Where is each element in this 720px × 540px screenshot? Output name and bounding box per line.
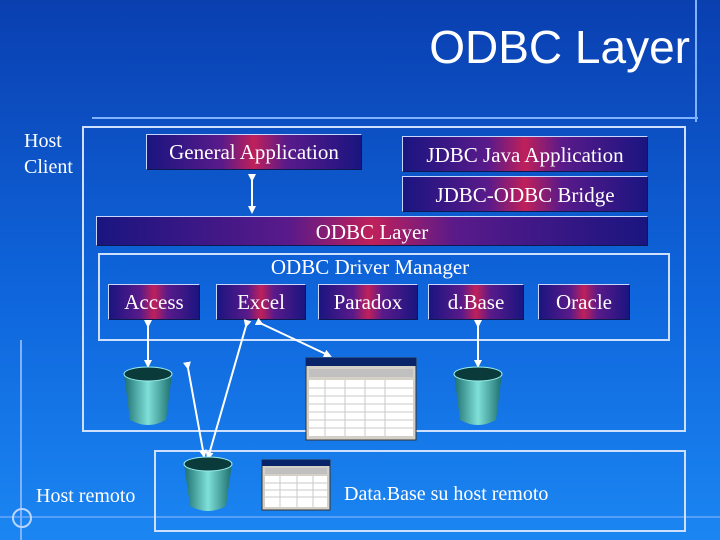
database-icon xyxy=(453,366,503,425)
driver-dbase: d.Base xyxy=(428,284,524,320)
host-client-line2: Client xyxy=(24,156,73,178)
page-title: ODBC Layer xyxy=(429,21,690,73)
left-divider xyxy=(20,340,22,540)
jdbc-odbc-bridge-box: JDBC-ODBC Bridge xyxy=(402,176,648,212)
driver-access: Access xyxy=(108,284,200,320)
spreadsheet-window-icon xyxy=(305,357,417,441)
bottom-divider xyxy=(0,516,720,518)
driver-oracle: Oracle xyxy=(538,284,630,320)
remote-host-frame xyxy=(154,450,686,532)
driver-manager-frame xyxy=(98,253,670,341)
spreadsheet-window-icon xyxy=(261,459,331,511)
host-remote-label: Host remoto xyxy=(36,485,136,507)
driver-paradox: Paradox xyxy=(318,284,418,320)
arrow-excel-remote xyxy=(205,319,252,460)
right-divider xyxy=(695,0,697,122)
jdbc-java-application-box: JDBC Java Application xyxy=(402,136,648,172)
title-divider xyxy=(92,117,698,119)
odbc-layer-bar: ODBC Layer xyxy=(96,216,648,246)
database-icon xyxy=(183,456,233,511)
host-client-line1: Host xyxy=(24,130,62,152)
general-application-box: General Application xyxy=(146,134,362,170)
arrow-excel-local xyxy=(254,317,332,358)
database-icon xyxy=(123,366,173,425)
driver-manager-label: ODBC Driver Manager xyxy=(270,255,470,279)
host-client-label: Host Client xyxy=(24,128,73,180)
driver-excel: Excel xyxy=(216,284,306,320)
arrow-local-remote xyxy=(182,361,207,458)
crosshair-icon xyxy=(12,508,32,528)
remote-database-label: Data.Base su host remoto xyxy=(344,483,549,505)
